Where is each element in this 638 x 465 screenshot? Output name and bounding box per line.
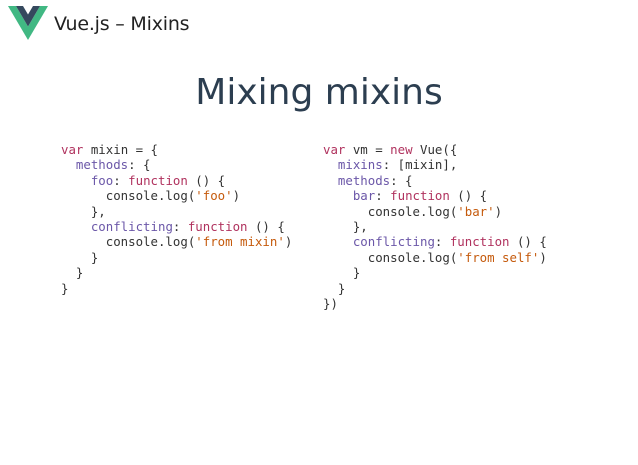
plain-token: [323, 173, 338, 188]
plain-token: :: [375, 188, 391, 204]
plain-token: () {: [187, 172, 226, 188]
property-token: bar: [352, 188, 376, 204]
code-block-vm: var vm = new Vue({ mixins: [mixin], meth…: [323, 142, 547, 311]
plain-token: : {: [390, 172, 413, 188]
header-title: Vue.js – Mixins: [54, 13, 190, 35]
plain-token: () {: [449, 188, 488, 204]
keyword-token: function: [187, 218, 248, 234]
code-line: foo: function () {: [61, 173, 292, 188]
plain-token: }: [61, 249, 99, 265]
code-line: },: [61, 204, 292, 219]
code-line: }: [323, 281, 547, 296]
plain-token: },: [61, 203, 106, 219]
plain-token: }): [323, 295, 338, 311]
plain-token: [61, 219, 91, 234]
plain-token: :: [172, 218, 188, 234]
plain-token: console.log(: [61, 234, 196, 250]
plain-token: }: [323, 265, 361, 281]
keyword-token: function: [390, 188, 450, 204]
string-token: 'foo': [195, 188, 233, 204]
string-token: 'bar': [457, 203, 495, 219]
slide-title: Mixing mixins: [195, 72, 443, 113]
code-line: console.log('from self'): [323, 250, 547, 265]
code-line: console.log('from mixin'): [61, 234, 293, 250]
code-line: bar: function () {: [323, 188, 547, 203]
plain-token: }: [61, 265, 84, 281]
property-token: methods: [337, 172, 391, 188]
property-token: conflicting: [352, 234, 435, 250]
code-line: methods: {: [61, 157, 292, 172]
plain-token: [61, 157, 76, 172]
code-block-mixin: var mixin = { methods: { foo: function (…: [61, 142, 292, 296]
plain-token: ): [494, 203, 503, 219]
plain-token: mixin = {: [83, 142, 158, 157]
code-line: conflicting: function () {: [323, 234, 547, 249]
plain-token: vm =: [345, 142, 391, 157]
plain-token: console.log(: [323, 203, 458, 219]
plain-token: : {: [128, 157, 151, 173]
plain-token: [61, 173, 91, 188]
plain-token: }: [323, 280, 346, 296]
plain-token: console.log(: [61, 188, 196, 204]
code-line: console.log('foo'): [61, 188, 292, 203]
vue-logo-icon: [8, 6, 48, 40]
keyword-token: var: [61, 142, 84, 157]
code-line: methods: {: [323, 173, 547, 188]
property-token: mixins: [337, 157, 383, 173]
slide-header: Vue.js – Mixins: [8, 6, 190, 42]
plain-token: ): [232, 188, 241, 204]
code-line: },: [323, 219, 547, 234]
plain-token: ): [539, 249, 547, 265]
keyword-token: function: [449, 234, 510, 250]
keyword-token: new: [390, 142, 413, 157]
code-line: }: [61, 281, 292, 296]
keyword-token: function: [128, 172, 188, 188]
plain-token: }: [61, 280, 69, 296]
plain-token: console.log(: [323, 249, 458, 265]
plain-token: Vue({: [412, 142, 458, 157]
string-token: 'from self': [457, 249, 540, 265]
property-token: conflicting: [90, 218, 173, 234]
plain-token: ): [284, 234, 293, 250]
plain-token: [323, 188, 353, 203]
plain-token: () {: [509, 234, 547, 250]
code-line: mixins: [mixin],: [323, 157, 547, 172]
string-token: 'from mixin': [195, 234, 285, 250]
plain-token: :: [434, 234, 450, 250]
code-line: conflicting: function () {: [61, 219, 292, 234]
keyword-token: var: [323, 142, 346, 157]
plain-token: :: [113, 172, 129, 188]
plain-token: () {: [247, 218, 285, 234]
plain-token: : [mixin],: [382, 157, 458, 173]
code-line: }): [323, 296, 547, 311]
code-line: console.log('bar'): [323, 204, 547, 219]
code-line: var mixin = {: [61, 142, 292, 157]
code-line: }: [323, 265, 547, 280]
plain-token: [323, 234, 353, 249]
code-line: }: [61, 265, 292, 280]
plain-token: },: [323, 218, 368, 234]
code-line: }: [61, 250, 292, 265]
code-line: var vm = new Vue({: [323, 142, 547, 157]
plain-token: [323, 157, 338, 172]
property-token: methods: [75, 157, 129, 173]
property-token: foo: [90, 172, 114, 188]
